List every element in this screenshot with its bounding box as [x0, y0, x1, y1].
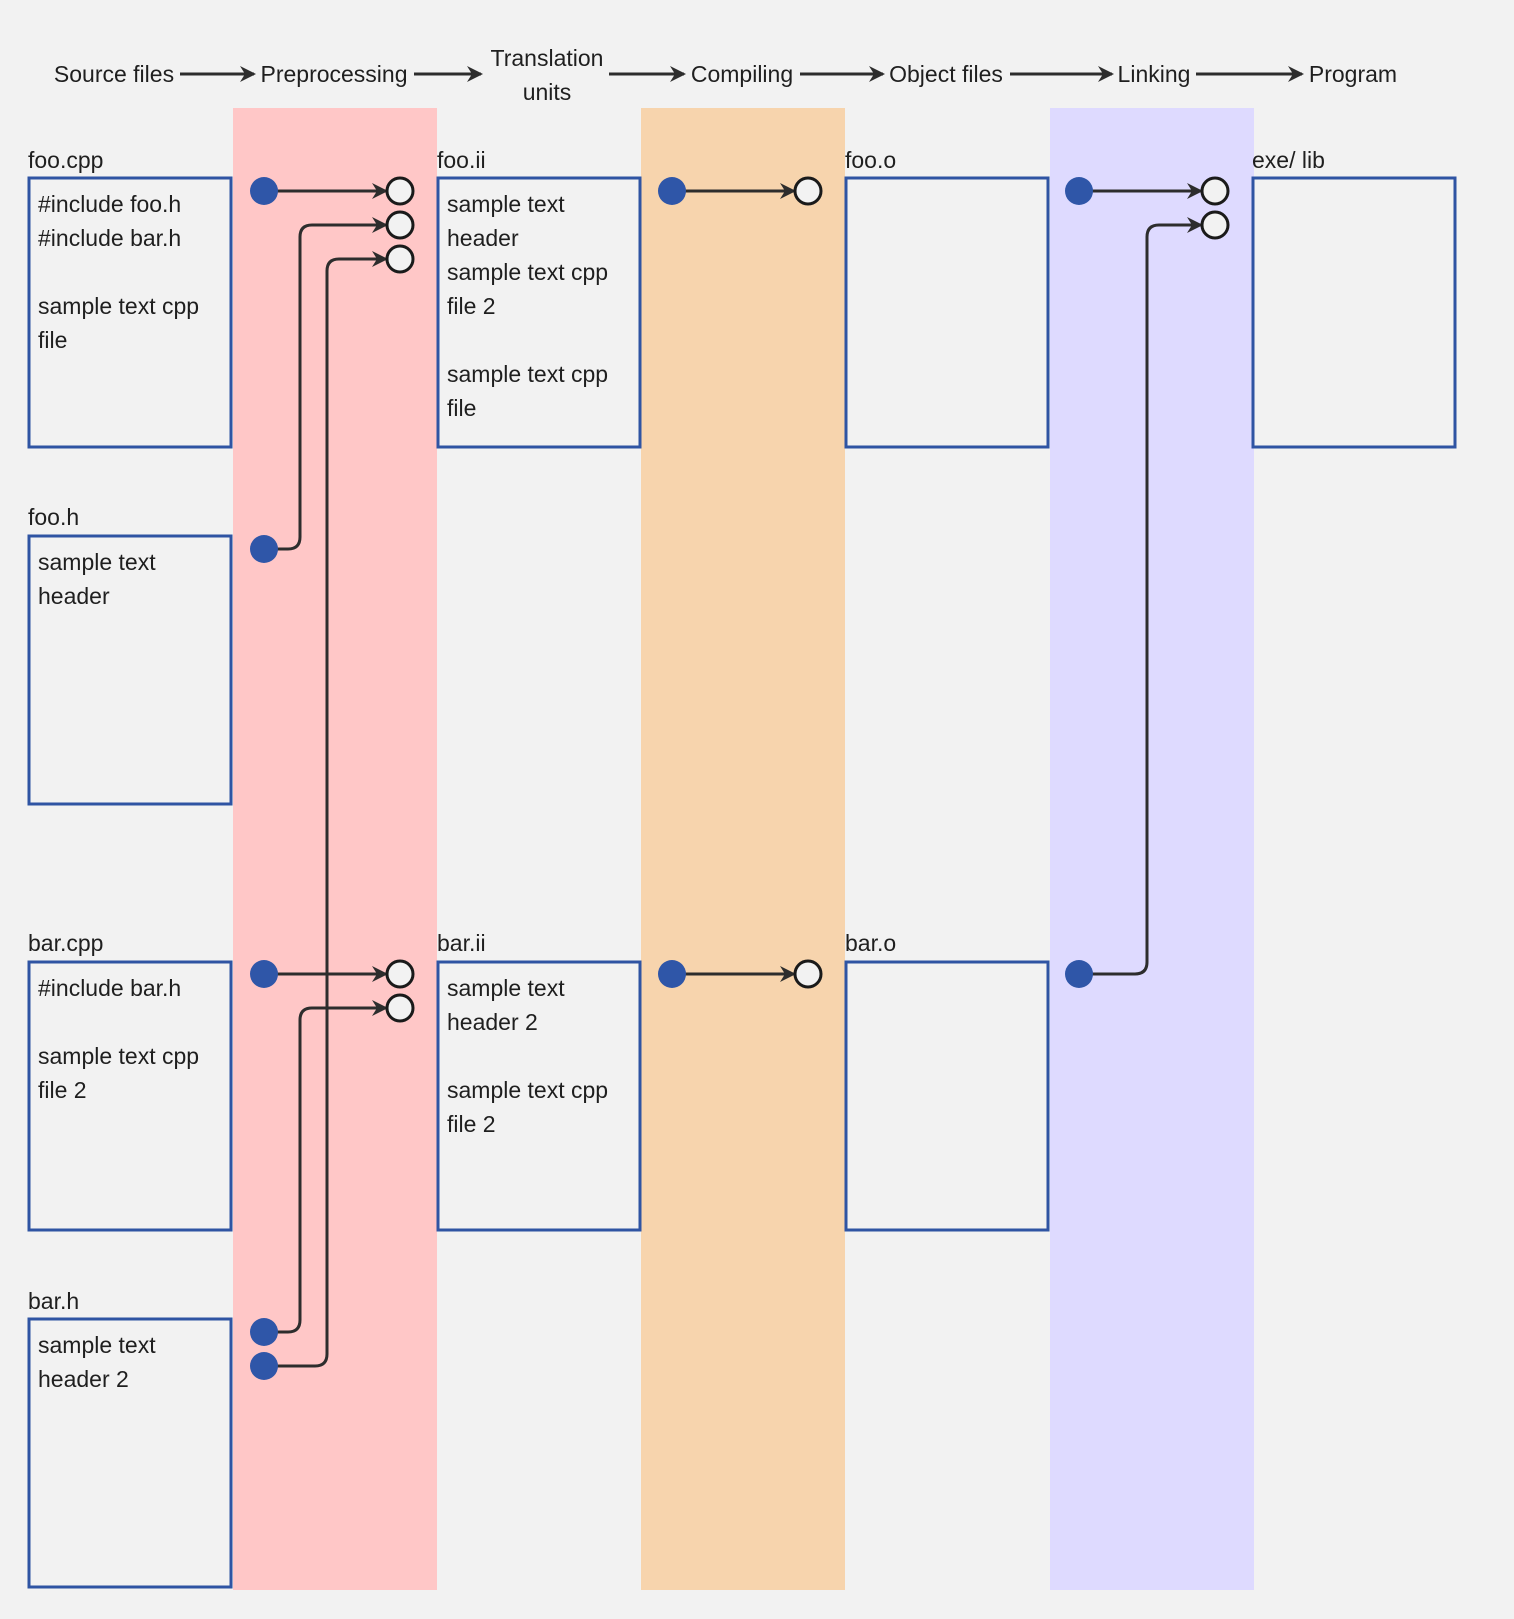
- content-line: #include bar.h: [38, 225, 181, 251]
- file-label: foo.o: [845, 147, 896, 173]
- file-box: [844, 960, 1050, 1232]
- file-box: [27, 176, 233, 449]
- file-box: [27, 1317, 233, 1589]
- target-ring: [793, 959, 823, 989]
- target-ring: [385, 210, 415, 240]
- content-line: sample text: [447, 191, 565, 217]
- source-dot: [250, 177, 278, 205]
- file-bar-h: bar.h sample text header 2: [27, 1288, 233, 1589]
- source-dot: [250, 1352, 278, 1380]
- file-bar-ii: bar.ii sample text header 2 sample text c…: [436, 930, 642, 1232]
- source-dot: [658, 960, 686, 988]
- target-ring: [1200, 210, 1230, 240]
- file-box: [27, 960, 233, 1232]
- source-dot: [658, 177, 686, 205]
- linking-connectors: [1065, 176, 1230, 988]
- content-line: #include bar.h: [38, 975, 181, 1001]
- target-ring: [385, 244, 415, 274]
- target-ring: [385, 176, 415, 206]
- file-content: sample text header 2 sample text cpp file …: [447, 975, 608, 1137]
- file-box: [436, 960, 642, 1232]
- file-foo-ii: foo.ii sample text header sample text cpp f…: [436, 147, 642, 449]
- content-line: header 2: [38, 1366, 129, 1392]
- source-dot: [1065, 960, 1093, 988]
- target-ring: [793, 176, 823, 206]
- content-line: [38, 1009, 44, 1035]
- target-ring: [385, 993, 415, 1023]
- linking-band: [1050, 108, 1254, 1590]
- content-line: sample text cpp: [38, 293, 199, 319]
- target-ring: [385, 959, 415, 989]
- label-line: units: [523, 79, 572, 105]
- preprocessing-connectors: [250, 176, 415, 1380]
- file-box: [844, 176, 1050, 449]
- connector-bar-o-to-exe-lib: [1079, 217, 1203, 976]
- target-ring: [1200, 176, 1230, 206]
- file-label: bar.o: [845, 930, 896, 956]
- content-line: [38, 259, 44, 285]
- content-line: header: [38, 583, 110, 609]
- file-bar-o: bar.o: [844, 930, 1050, 1232]
- content-line: #include foo.h: [38, 191, 181, 217]
- stage-program: Program: [1309, 61, 1397, 87]
- stage-translation-units: Translation units: [491, 45, 604, 105]
- file-label: bar.ii: [437, 930, 486, 956]
- file-content: #include foo.h #include bar.h sample text…: [38, 191, 199, 353]
- source-dot: [250, 960, 278, 988]
- source-dot: [250, 1318, 278, 1346]
- content-line: sample text: [38, 1332, 156, 1358]
- content-line: file 2: [447, 1111, 496, 1137]
- file-label: exe/ lib: [1252, 147, 1325, 173]
- stage-object-files: Object files: [889, 61, 1003, 87]
- content-line: header 2: [447, 1009, 538, 1035]
- file-content: sample text header: [38, 549, 156, 609]
- source-dot: [250, 535, 278, 563]
- stage-compiling: Compiling: [691, 61, 793, 87]
- content-line: sample text cpp: [447, 1077, 608, 1103]
- stage-preprocessing: Preprocessing: [260, 61, 407, 87]
- content-line: sample text cpp: [38, 1043, 199, 1069]
- source-dot: [1065, 177, 1093, 205]
- connector-bar-h-to-bar-ii: [264, 1000, 388, 1334]
- content-line: sample text: [447, 975, 565, 1001]
- content-line: sample text cpp: [447, 259, 608, 285]
- content-line: file 2: [447, 293, 496, 319]
- content-line: file: [447, 395, 476, 421]
- file-content: sample text header sample text cpp file 2 s…: [447, 191, 608, 421]
- file-exe-lib: exe/ lib: [1251, 147, 1457, 449]
- content-line: sample text: [38, 549, 156, 575]
- compiling-connectors: [658, 176, 823, 989]
- content-line: [447, 1043, 453, 1069]
- stage-source-files: Source files: [54, 61, 174, 87]
- file-box: [1251, 176, 1457, 449]
- file-content: #include bar.h sample text cpp file 2: [38, 975, 199, 1103]
- file-foo-o: foo.o: [844, 147, 1050, 449]
- file-label: foo.cpp: [28, 147, 103, 173]
- file-foo-cpp: foo.cpp #include foo.h #include bar.h sam…: [27, 147, 233, 449]
- pipeline-header: Source files Preprocessing Translation un…: [54, 45, 1397, 105]
- content-line: header: [447, 225, 519, 251]
- file-label: bar.cpp: [28, 930, 103, 956]
- file-box: [436, 176, 642, 449]
- content-line: file: [38, 327, 67, 353]
- connector-bar-h-to-foo-ii: [264, 251, 388, 1368]
- content-line: [447, 327, 453, 353]
- file-bar-cpp: bar.cpp #include bar.h sample text cpp fi…: [27, 930, 233, 1232]
- file-box: [27, 534, 233, 806]
- file-foo-h: foo.h sample text header: [27, 504, 233, 806]
- file-label: foo.ii: [437, 147, 486, 173]
- file-label: foo.h: [28, 504, 79, 530]
- content-line: file 2: [38, 1077, 87, 1103]
- label-line: Translation: [491, 45, 604, 71]
- content-line: sample text cpp: [447, 361, 608, 387]
- connector-foo-h-to-foo-ii: [264, 217, 388, 551]
- file-content: sample text header 2: [38, 1332, 156, 1392]
- compiling-band: [641, 108, 845, 1590]
- file-label: bar.h: [28, 1288, 79, 1314]
- stage-linking: Linking: [1118, 61, 1191, 87]
